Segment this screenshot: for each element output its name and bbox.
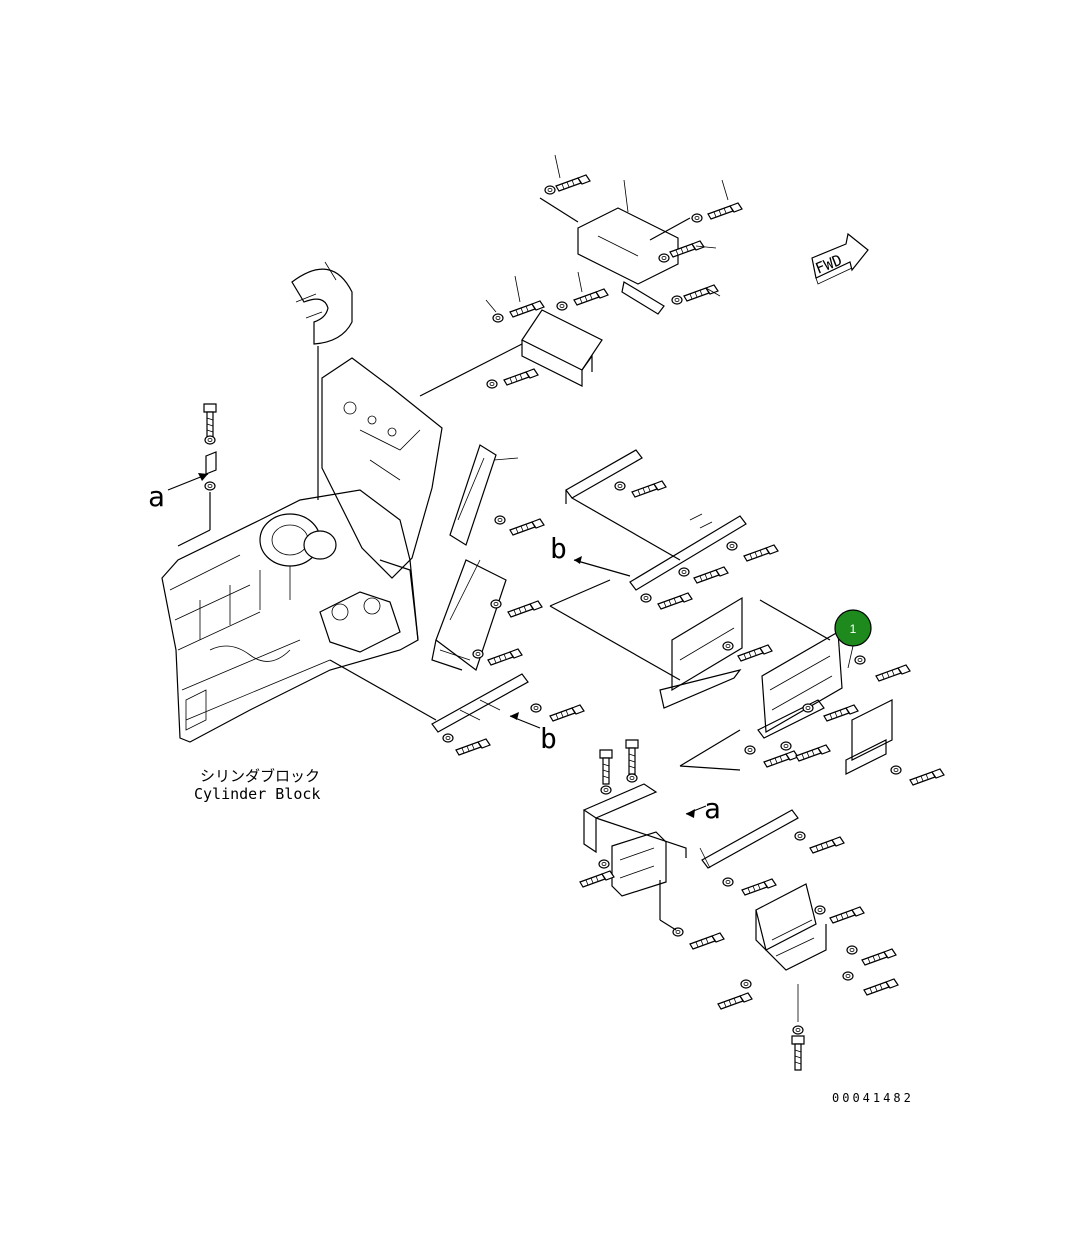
gusset-plate	[611, 831, 667, 897]
mid-rail	[629, 513, 747, 591]
cylinder-block-label-jp: シリンダブロック	[200, 767, 320, 785]
clip-bracket	[205, 451, 217, 475]
callout-1[interactable]: 1	[834, 609, 872, 647]
cylinder-block-label-en: Cylinder Block	[194, 785, 320, 803]
shroud-cover	[291, 261, 353, 500]
arrow-b-icon	[573, 556, 631, 577]
upper-bracket	[539, 197, 691, 315]
ref-label-b: b	[550, 532, 567, 565]
lower-bracket	[582, 783, 687, 858]
box-bracket	[659, 596, 743, 709]
slim-plate	[449, 444, 519, 546]
front-housing-bracket	[321, 357, 443, 579]
long-rail	[699, 809, 799, 869]
ref-label-a-right: a	[704, 792, 721, 825]
side-mount-bracket	[431, 559, 507, 671]
cylinder-block	[161, 489, 419, 743]
ref-label-b-lower: b	[540, 722, 557, 755]
arrow-a2-icon	[685, 805, 707, 818]
upper-rail	[565, 449, 681, 561]
callout-number: 1	[850, 622, 857, 636]
right-cover-plate	[845, 699, 893, 775]
lower-rail	[431, 673, 529, 733]
arrow-a-icon	[167, 473, 209, 491]
lower-end-plate	[755, 883, 827, 971]
arrow-b2-icon	[509, 712, 541, 729]
end-plate	[757, 630, 843, 739]
ref-label-a: a	[148, 480, 165, 513]
drawing-number: 00041482	[832, 1091, 914, 1105]
channel-bracket	[419, 309, 603, 397]
fwd-arrow-icon: FWD	[811, 232, 869, 285]
